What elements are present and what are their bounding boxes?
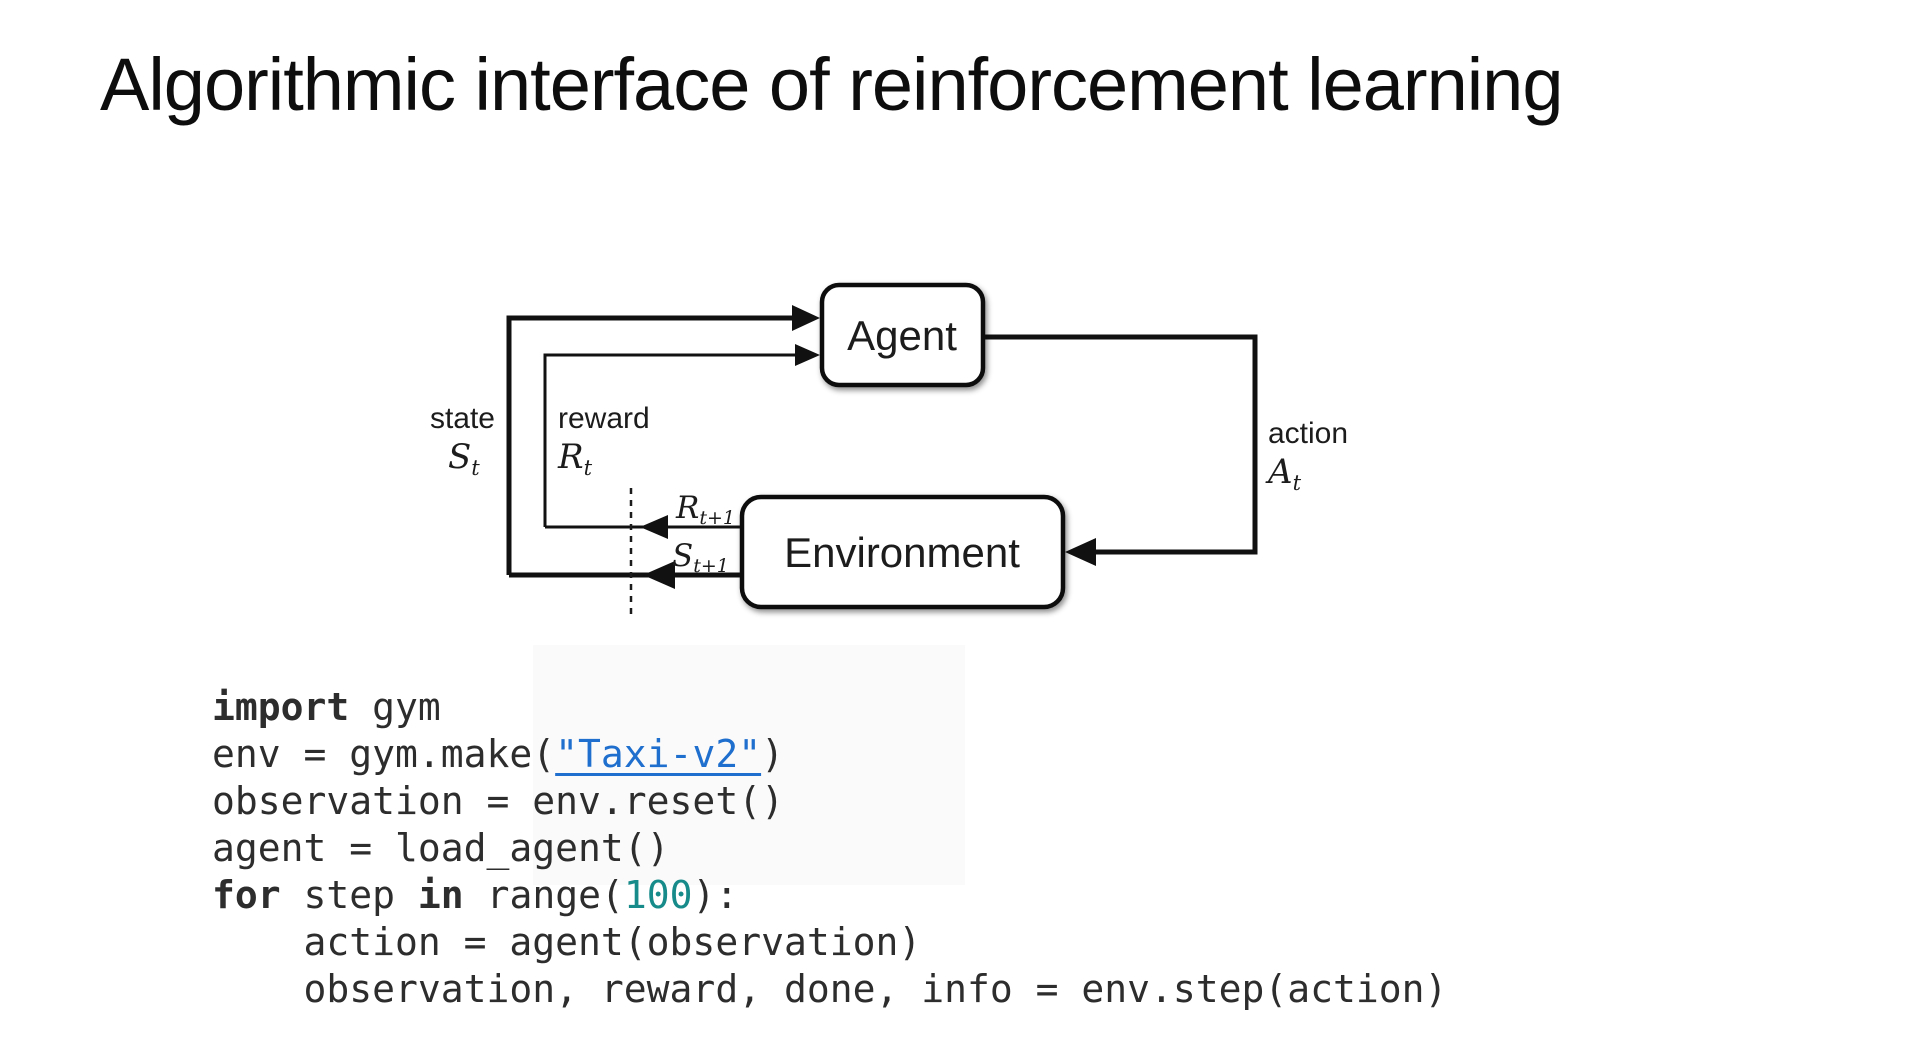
code-token: ) — [761, 732, 784, 776]
code-token: observation = env.reset() — [212, 779, 784, 823]
code-token: step — [280, 873, 418, 917]
state-symbol: St — [448, 437, 480, 480]
taxi-v2-link[interactable]: "Taxi-v2" — [555, 732, 762, 776]
action-arrowhead-icon — [1065, 538, 1096, 566]
code-token: for — [212, 873, 281, 917]
next-state-symbol: St+1 — [672, 538, 729, 577]
action-edge-line — [983, 334, 1258, 555]
reward-label: reward — [558, 402, 650, 435]
reward-arrowhead-icon — [795, 344, 820, 366]
code-token: env = gym.make( — [212, 732, 556, 776]
code-token: in — [417, 873, 464, 917]
code-line-1: import gym — [212, 684, 1447, 731]
next-state-arrowhead-icon — [643, 561, 675, 589]
reward-symbol: Rt — [557, 437, 593, 480]
code-token: ): — [692, 873, 739, 917]
code-token: 100 — [623, 873, 693, 917]
code-line-2: env = gym.make("Taxi-v2") — [212, 731, 1447, 778]
next-reward-arrowhead-icon — [640, 515, 668, 539]
state-edge-line — [506, 315, 806, 575]
code-token: import — [212, 685, 350, 729]
code-line-4: agent = load_agent() — [212, 825, 1447, 872]
code-token: agent = load_agent() — [212, 826, 670, 870]
state-arrowhead-icon — [792, 305, 820, 331]
code-token: range( — [463, 873, 624, 917]
next-reward-symbol: Rt+1 — [675, 490, 735, 529]
action-symbol: At — [1265, 452, 1302, 495]
environment-box — [739, 494, 1066, 610]
code-token: gym — [349, 685, 441, 729]
rl-loop-diagram: Agent Environment state St reward Rt act… — [430, 282, 1348, 616]
code-line-7: observation, reward, done, info = env.st… — [212, 966, 1448, 1013]
action-label: action — [1268, 417, 1348, 450]
code-token: observation, reward, done, info = env.st… — [212, 967, 1448, 1011]
reward-edge-line — [543, 353, 800, 527]
slide-title: Algorithmic interface of reinforcement l… — [100, 43, 1563, 126]
code-background-panel — [533, 645, 965, 885]
state-label: state — [430, 402, 495, 435]
agent-box — [819, 282, 986, 388]
environment-box-label: Environment — [784, 529, 1020, 576]
code-line-6: action = agent(observation) — [212, 919, 1447, 966]
code-line-5: for step in range(100): — [212, 872, 1447, 919]
code-token: action = agent(observation) — [212, 920, 922, 964]
code-line-3: observation = env.reset() — [212, 778, 1447, 825]
agent-box-label: Agent — [847, 312, 957, 359]
